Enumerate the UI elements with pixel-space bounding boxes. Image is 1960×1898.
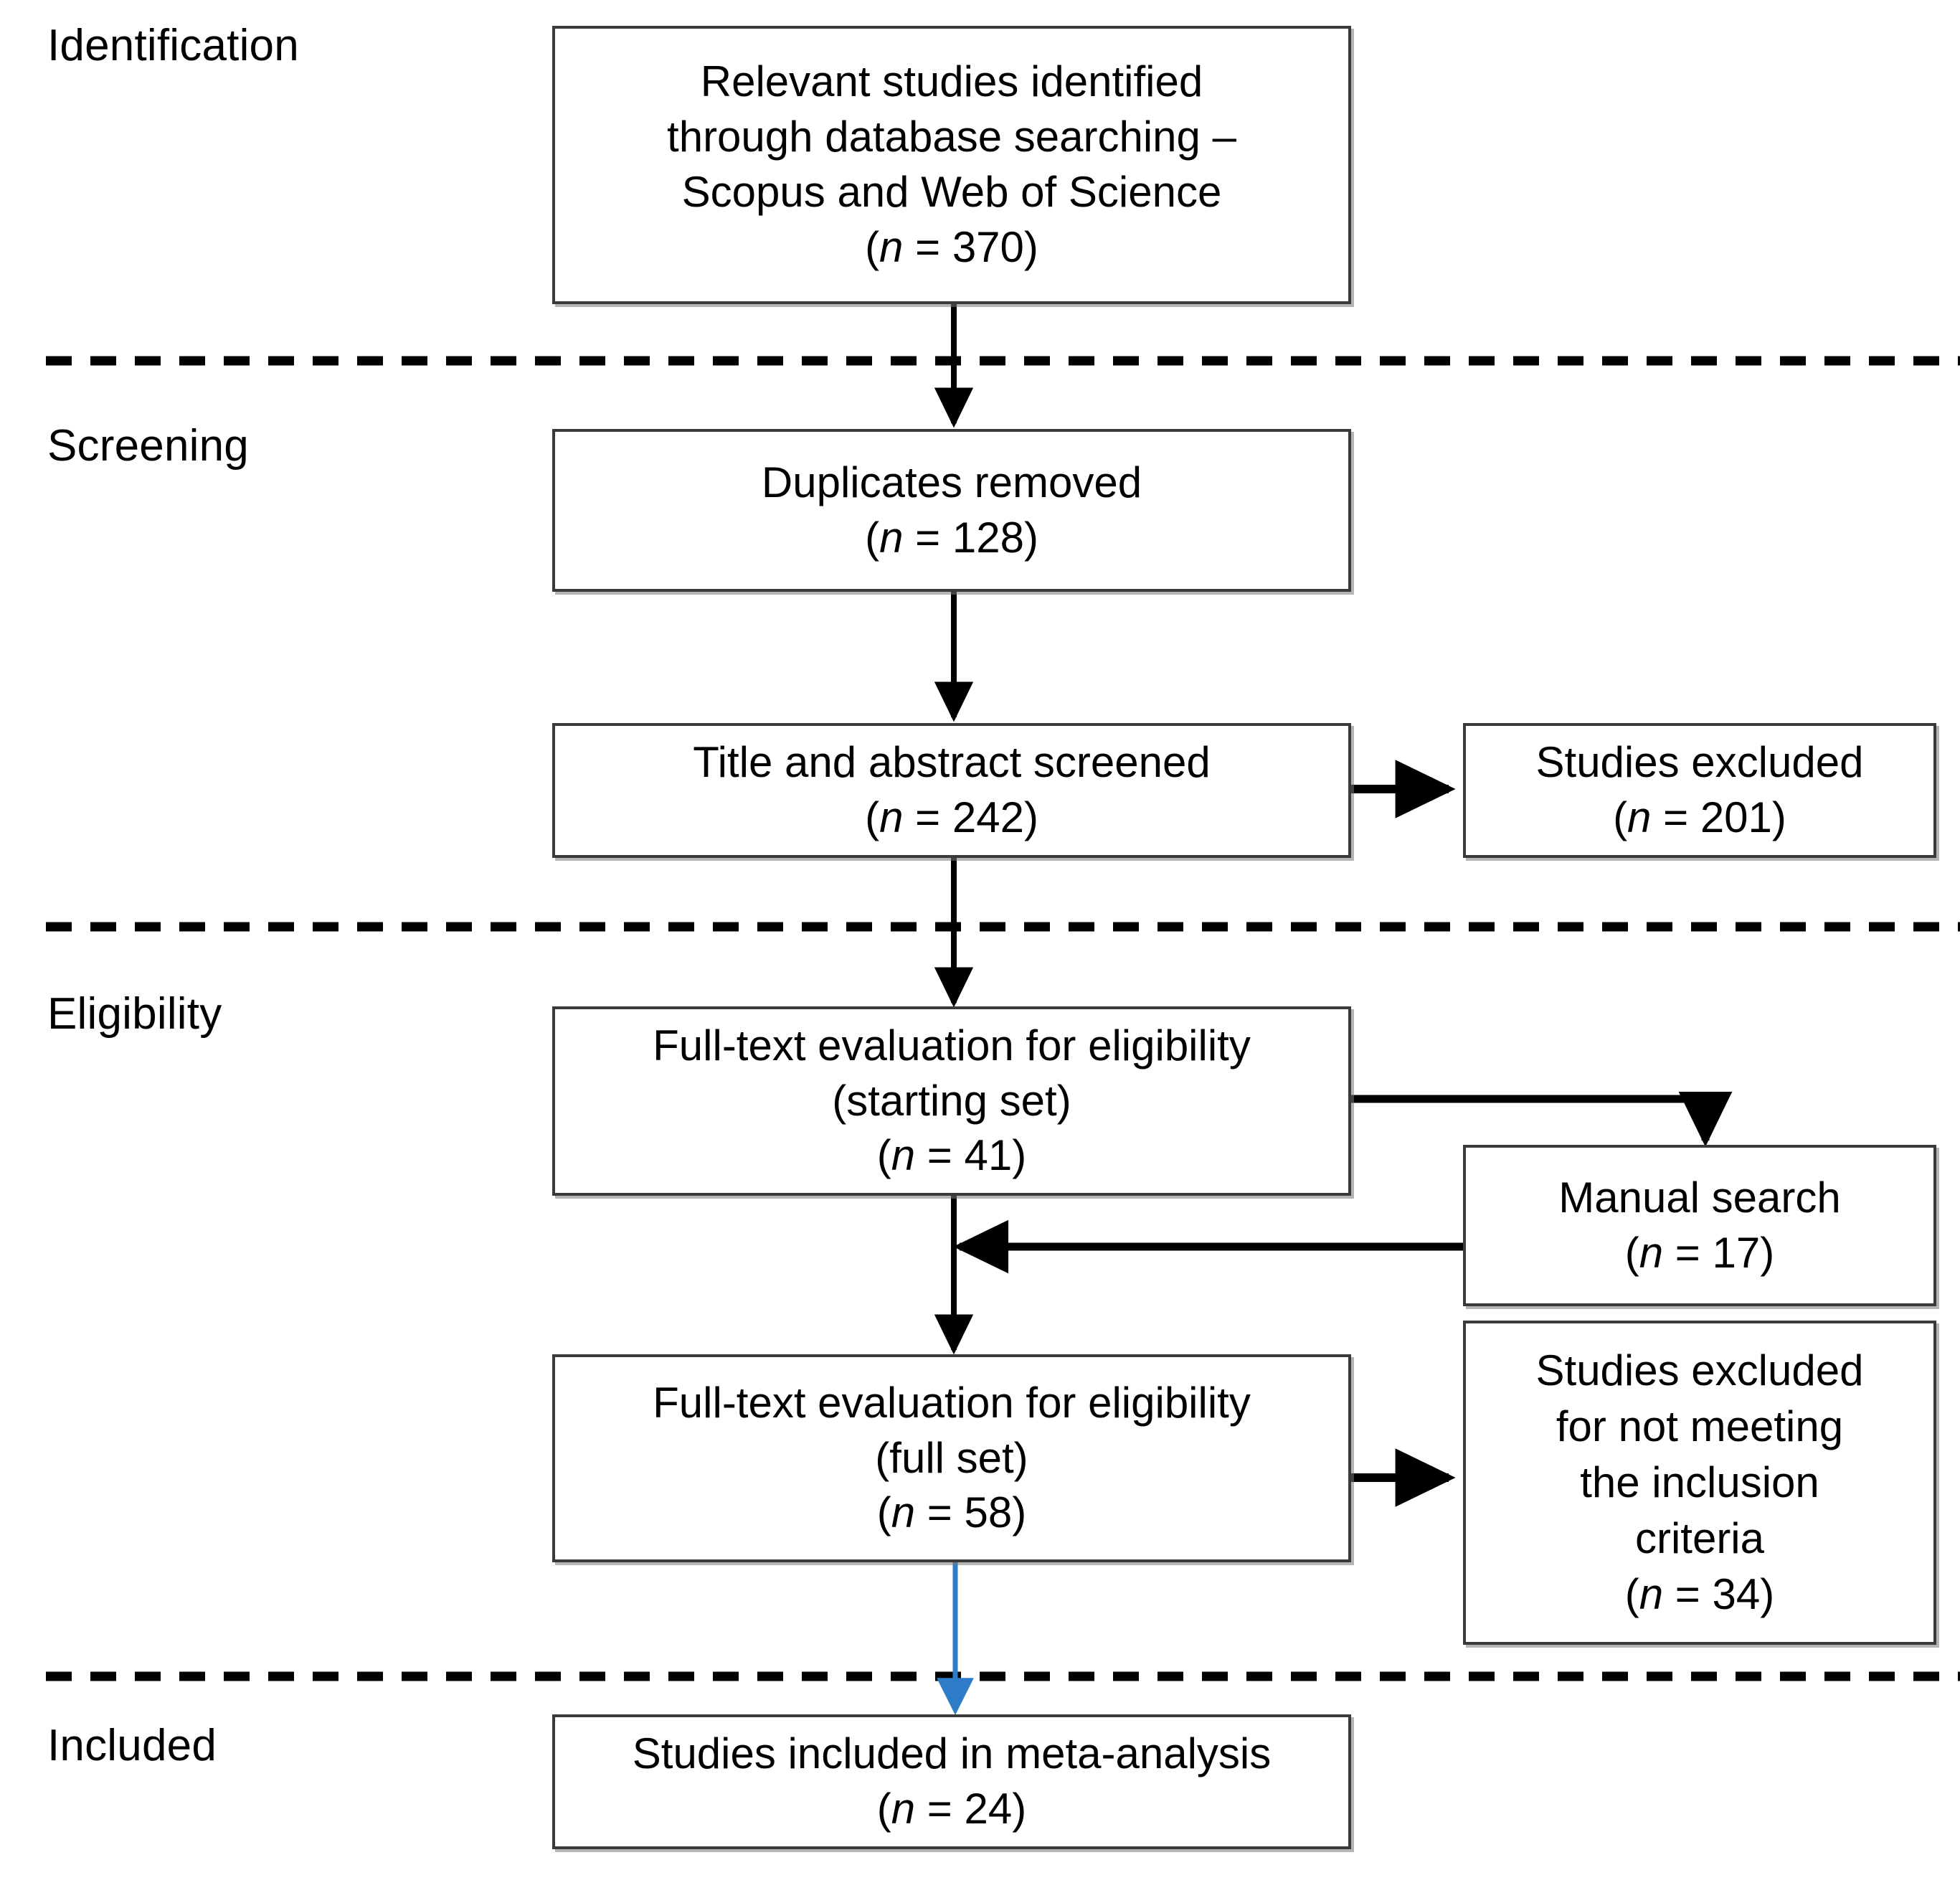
box-line: Title and abstract screened — [693, 738, 1211, 787]
box-line: through database searching – — [667, 113, 1236, 161]
connector-fulltext-start-to-manual-search — [1351, 1091, 1733, 1147]
box-count: (n = 17) — [1624, 1228, 1775, 1277]
box-count-value: 58 — [964, 1488, 1013, 1537]
stage-label-screening: Screening — [47, 421, 249, 471]
box-duplicates-removed: Duplicates removed (n = 128) — [552, 429, 1351, 592]
box-line: Studies included in meta-analysis — [632, 1729, 1272, 1778]
box-count: (n = 242) — [865, 793, 1038, 841]
box-line: Full-text evaluation for eligibility — [653, 1021, 1251, 1070]
box-count: (n = 201) — [1613, 793, 1786, 841]
box-count: (n = 34) — [1624, 1570, 1775, 1618]
box-line: for not meeting — [1556, 1402, 1844, 1450]
stage-label-included: Included — [47, 1721, 217, 1770]
box-relevant-studies-identified: Relevant studies identified through data… — [552, 26, 1351, 304]
box-line: Relevant studies identified — [700, 57, 1203, 106]
box-manual-search: Manual search (n = 17) — [1463, 1145, 1936, 1306]
box-text: Duplicates removed (n = 128) — [762, 455, 1142, 566]
box-text: Studies excluded (n = 201) — [1536, 735, 1864, 846]
box-line: Duplicates removed — [761, 458, 1142, 506]
box-fulltext-evaluation-starting-set: Full-text evaluation for eligibility (st… — [552, 1006, 1351, 1196]
box-count: (n = 128) — [865, 513, 1038, 562]
box-fulltext-evaluation-full-set: Full-text evaluation for eligibility (fu… — [552, 1354, 1351, 1562]
box-count: (n = 370) — [865, 222, 1038, 271]
box-text: Relevant studies identified through data… — [667, 55, 1236, 275]
box-text: Full-text evaluation for eligibility (st… — [653, 1019, 1251, 1184]
box-studies-excluded-eligibility: Studies excluded for not meeting the inc… — [1463, 1321, 1936, 1645]
box-count-value: 128 — [952, 513, 1024, 562]
box-count-value: 17 — [1712, 1228, 1761, 1277]
box-count-value: 242 — [952, 793, 1024, 841]
box-title-abstract-screened: Title and abstract screened (n = 242) — [552, 723, 1351, 858]
stage-label-identification: Identification — [47, 21, 299, 70]
box-line: Manual search — [1558, 1173, 1841, 1222]
box-count-value: 24 — [964, 1785, 1013, 1833]
box-count-value: = — [903, 222, 952, 271]
box-line: Scopus and Web of Science — [681, 168, 1222, 216]
box-text: Full-text evaluation for eligibility (fu… — [653, 1376, 1251, 1541]
box-count-value: 34 — [1712, 1570, 1761, 1618]
box-line: (full set) — [875, 1433, 1028, 1482]
box-studies-excluded-screening: Studies excluded (n = 201) — [1463, 723, 1936, 858]
box-line: criteria — [1634, 1514, 1764, 1562]
box-count: (n = 58) — [876, 1488, 1027, 1537]
box-text: Title and abstract screened (n = 242) — [693, 735, 1211, 846]
box-line: Studies excluded — [1535, 1346, 1864, 1394]
box-text: Manual search (n = 17) — [1558, 1171, 1841, 1281]
box-studies-included-meta-analysis: Studies included in meta-analysis (n = 2… — [552, 1714, 1351, 1849]
box-count: (n = 41) — [876, 1131, 1027, 1180]
box-line: Studies excluded — [1535, 738, 1864, 787]
box-count: (n = 24) — [876, 1785, 1027, 1833]
box-line: Full-text evaluation for eligibility — [653, 1378, 1251, 1427]
box-line: the inclusion — [1580, 1458, 1819, 1506]
box-text: Studies included in meta-analysis (n = 2… — [633, 1727, 1271, 1837]
box-line: (starting set) — [832, 1076, 1071, 1125]
box-text: Studies excluded for not meeting the inc… — [1536, 1343, 1864, 1623]
box-count-value: 41 — [964, 1131, 1013, 1180]
box-count-value: 201 — [1700, 793, 1772, 841]
stage-label-eligibility: Eligibility — [47, 989, 222, 1039]
